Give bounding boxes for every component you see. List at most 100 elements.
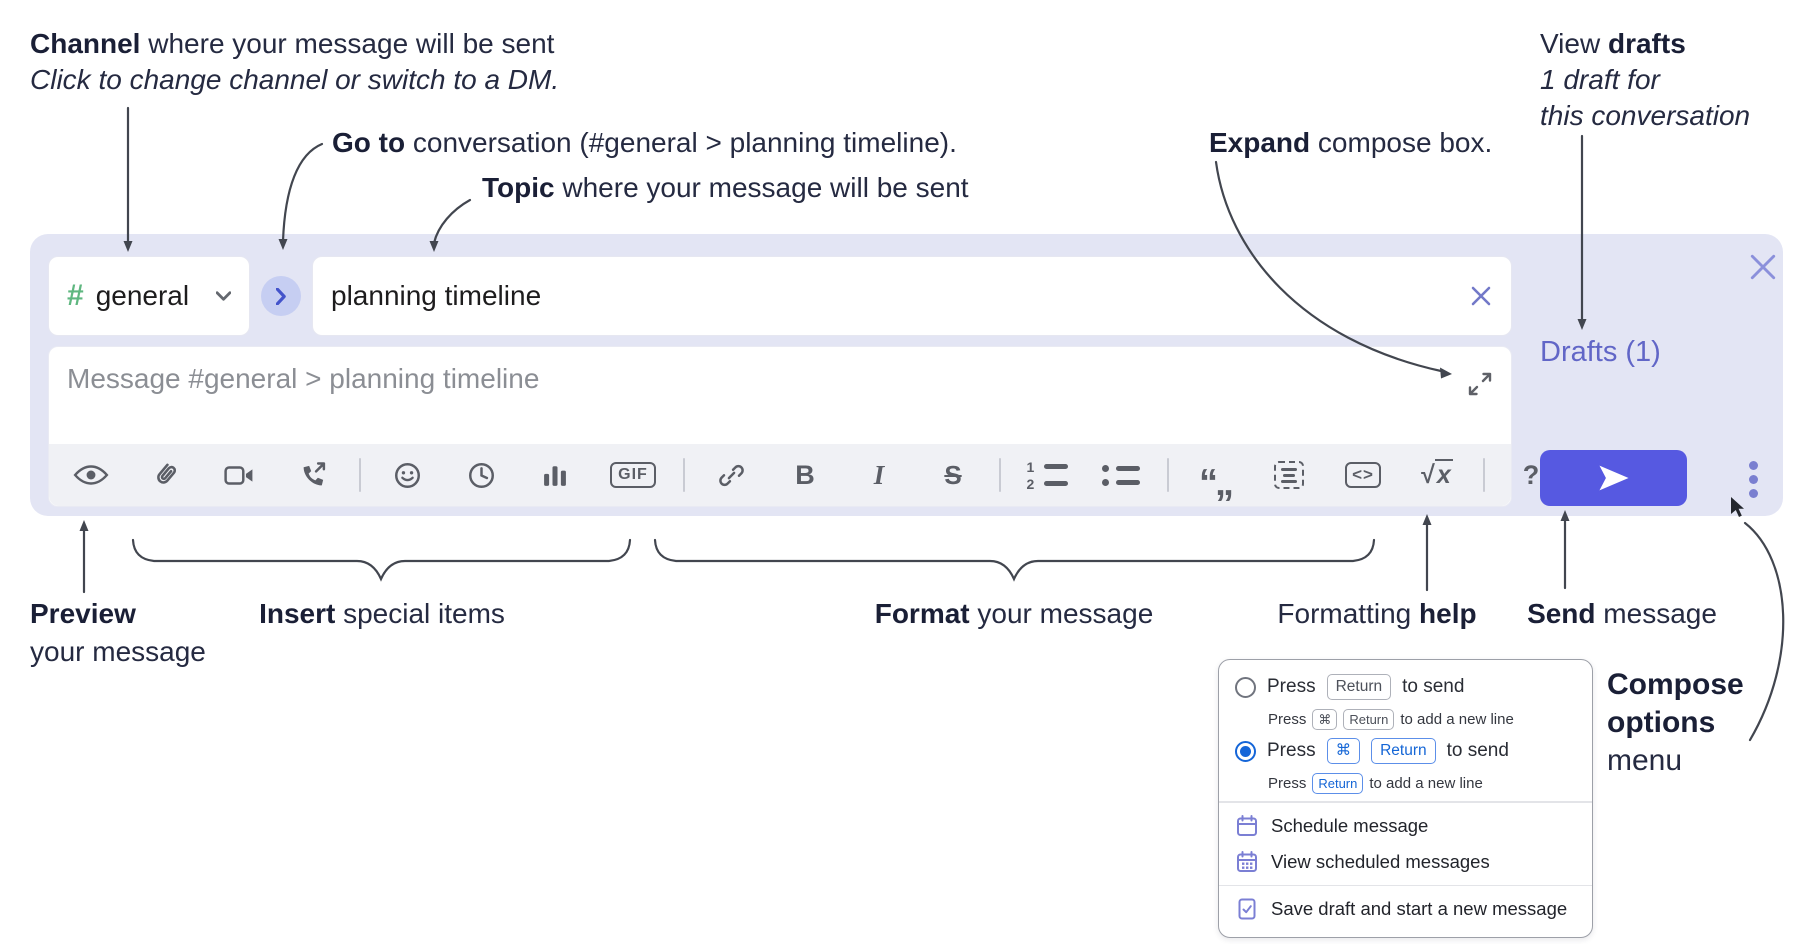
radio-unselected-icon[interactable] [1235, 676, 1256, 698]
goto-conversation-button[interactable] [261, 276, 301, 316]
ordered-list-button[interactable]: 1 2 [1019, 451, 1075, 499]
formula-button[interactable]: √x [1409, 451, 1465, 499]
expand-annotation: Expand compose box. [1209, 125, 1492, 161]
video-camera-icon [224, 465, 253, 485]
calendar-icon [1237, 814, 1257, 836]
menu-item-view-scheduled[interactable]: View scheduled messages [1235, 844, 1578, 880]
topic-annotation-rest: where your message will be sent [554, 172, 969, 203]
code-block-icon [1274, 461, 1304, 489]
toolbar-divider [1167, 458, 1169, 492]
expand-icon [1468, 372, 1492, 396]
channel-selector[interactable]: # general [48, 256, 250, 336]
strikethrough-icon: S [944, 459, 962, 490]
preview-annotation: Preview [30, 596, 136, 632]
gif-icon: GIF [610, 462, 656, 488]
emoji-button[interactable] [379, 451, 435, 499]
channel-annotation: Channel where your message will be sent [30, 26, 554, 62]
attach-file-button[interactable] [137, 451, 193, 499]
channel-annotation-sub: Click to change channel or switch to a D… [30, 64, 560, 95]
help-icon: ? [1522, 459, 1540, 490]
gif-button[interactable]: GIF [601, 451, 665, 499]
link-button[interactable] [703, 451, 759, 499]
send-annotation: Send message [1527, 596, 1717, 632]
blockquote-button[interactable]: “„ [1187, 451, 1243, 504]
goto-annotation: Go to conversation (#general > planning … [332, 125, 957, 161]
bold-button[interactable]: B [777, 451, 833, 499]
send-icon [1598, 465, 1629, 491]
expand-annotation-rest: compose box. [1310, 127, 1493, 158]
message-placeholder: Message #general > planning timeline [67, 363, 540, 394]
channel-hash-icon: # [67, 279, 84, 312]
blockquote-icon: “„ [1199, 462, 1234, 504]
poll-button[interactable] [527, 451, 583, 499]
menu-item-label: View scheduled messages [1271, 850, 1490, 872]
send-button[interactable] [1540, 450, 1687, 506]
compose-options-annotation-line3: menu [1607, 744, 1683, 777]
italic-button[interactable]: I [851, 451, 907, 499]
expand-annotation-bold: Expand [1209, 127, 1311, 158]
clear-topic-button[interactable] [1451, 266, 1511, 326]
bulleted-list-button[interactable] [1093, 451, 1149, 499]
emoji-smile-icon [394, 462, 420, 488]
menu-option2-subtext: Press Return to add a new line [1268, 772, 1483, 794]
option2-suffix: to send [1446, 740, 1509, 761]
chevron-down-icon [216, 291, 231, 301]
help-annotation: Formatting help [1277, 596, 1476, 632]
ordered-list-icon: 1 2 [1027, 460, 1068, 491]
formula-icon: √x [1421, 458, 1453, 489]
strikethrough-button[interactable]: S [925, 451, 981, 499]
recent-emoji-button[interactable] [453, 451, 509, 499]
goto-annotation-bold: Go to [332, 127, 406, 158]
compose-options-button[interactable] [1733, 459, 1773, 499]
draft-check-icon [1238, 898, 1256, 920]
toolbar-divider [999, 458, 1001, 492]
compose-box: # general Message #general > planning ti… [30, 234, 1783, 516]
menu-divider [1219, 884, 1592, 886]
code-block-button[interactable] [1261, 451, 1317, 499]
eye-icon [73, 465, 109, 485]
drafts-annotation-line2: 1 draft for [1540, 64, 1660, 95]
send-annotation-rest: message [1595, 598, 1717, 629]
preview-button[interactable] [63, 451, 119, 499]
clock-icon [468, 462, 494, 488]
channel-annotation-rest: where your message will be sent [140, 28, 555, 59]
return-key-chip: Return [1326, 674, 1392, 700]
menu-item-schedule-message[interactable]: Schedule message [1235, 808, 1578, 844]
format-annotation-bold: Format [874, 598, 970, 629]
insert-annotation-rest: special items [335, 598, 505, 629]
radio-selected-icon[interactable] [1235, 740, 1256, 762]
menu-item-save-draft[interactable]: Save draft and start a new message [1235, 891, 1578, 927]
menu-option1-subtext: Press ⌘ Return to add a new line [1268, 708, 1514, 730]
message-area[interactable]: Message #general > planning timeline [48, 346, 1539, 507]
code-button[interactable]: <> [1335, 451, 1391, 499]
return-key-chip: Return [1312, 772, 1364, 794]
chevron-right-icon [276, 287, 286, 305]
formatting-help-button[interactable]: ? [1503, 451, 1559, 499]
menu-option-cmd-return-to-send[interactable]: Press ⌘ Return to send [1235, 732, 1578, 770]
close-compose-button[interactable] [1740, 244, 1786, 290]
drafts-annotation-line3: this conversation [1540, 100, 1751, 131]
compose-toolbar: GIF B I [49, 444, 1539, 506]
audio-call-button[interactable] [285, 451, 341, 499]
drafts-annotation: View drafts [1540, 26, 1686, 62]
video-clip-button[interactable] [211, 451, 267, 499]
option2-press: Press [1267, 740, 1316, 761]
topic-input[interactable] [313, 280, 1451, 312]
expand-compose-button[interactable] [1465, 369, 1495, 399]
goto-annotation-rest: conversation (#general > planning timeli… [405, 127, 957, 158]
calendar-grid-icon [1237, 850, 1257, 872]
drafts-link[interactable]: Drafts (1) [1540, 336, 1661, 368]
paperclip-icon [157, 463, 176, 484]
code-icon: <> [1345, 462, 1381, 488]
help-annotation-bold: help [1419, 598, 1477, 629]
menu-option-return-to-send[interactable]: Press Return to send [1235, 668, 1578, 706]
toolbar-divider [683, 458, 685, 492]
drafts-annotation-pre: View [1540, 28, 1608, 59]
bold-icon: B [795, 459, 815, 490]
topic-annotation: Topic where your message will be sent [482, 170, 969, 206]
drafts-annotation-bold: drafts [1607, 28, 1686, 59]
compose-options-annotation-line2: options [1607, 706, 1716, 739]
channel-name: general [95, 280, 190, 311]
cmd-key-chip: ⌘ [1312, 708, 1338, 730]
return-key-chip: Return [1343, 708, 1395, 730]
